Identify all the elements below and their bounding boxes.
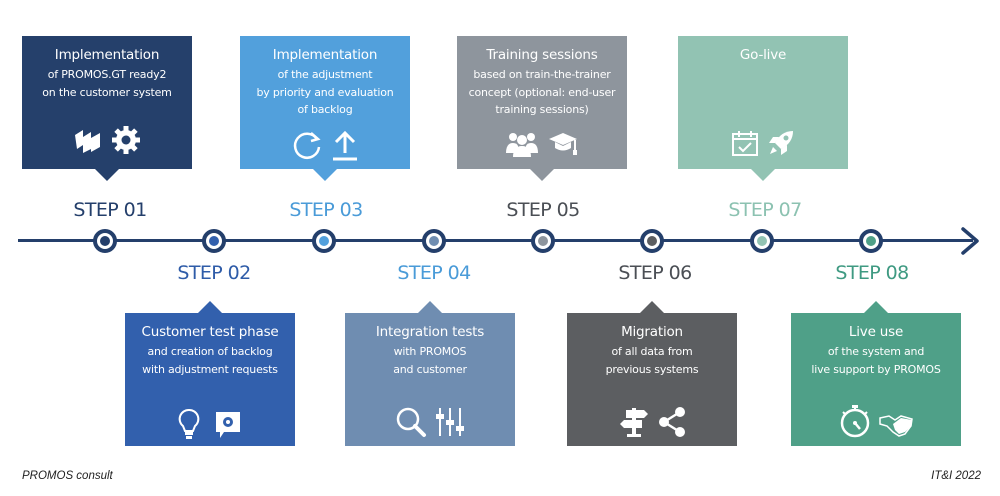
step-03-card: Implementation of the adjustment by prio… [240,36,410,181]
step-06-card: Migration of all data from previous syst… [567,301,737,446]
rocket-icon [769,131,793,155]
step-01-desc-2: on the customer system [42,85,172,99]
step-01-card: Implementation of PROMOS.GT ready2 on th… [22,36,192,181]
settings-chat-icon [216,412,240,438]
step-06-desc-1: of all data from [611,345,693,358]
users-icon [506,133,538,157]
step-01-desc-1: of PROMOS.GT ready2 [47,68,167,81]
step-03-label: STEP 03 [289,199,363,221]
step-02-desc-2: with adjustment requests [142,362,278,376]
upload-icon [333,130,357,161]
step-04-title: Integration tests [375,324,485,340]
calendar-check-icon [732,131,758,156]
step-03-node [312,229,336,253]
step-03-desc-3: of backlog [297,103,353,116]
step-02-node [202,229,226,253]
search-icon [396,407,426,437]
step-07-label: STEP 07 [728,199,802,221]
footer-company: PROMOS consult [22,470,113,482]
step-08-node [859,229,883,253]
step-08-card: Live use of the system and live support … [791,301,961,446]
step-08-label: STEP 08 [835,262,909,284]
step-03-title: Implementation [272,47,378,63]
step-03-desc-1: of the adjustment [277,68,373,81]
step-05-desc-3: training sessions) [495,103,589,116]
step-04-card: Integration tests with PROMOS and custom… [345,301,515,446]
graduation-cap-icon [549,133,577,155]
step-06-desc-2: previous systems [605,362,699,376]
step-05-card: Training sessions based on train-the-tra… [457,36,627,181]
step-07-title: Go-live [739,47,787,63]
timeline-axis [18,239,973,242]
handshake-icon [879,415,913,437]
step-08-title: Live use [848,324,904,340]
step-02-title: Customer test phase [141,324,279,340]
stopwatch-icon [840,405,870,438]
step-06-label: STEP 06 [618,262,692,284]
step-05-desc-2: concept (optional: end-user [468,85,616,99]
lightbulb-icon [178,408,200,439]
refresh-icon [293,132,321,159]
step-08-desc-2: live support by PROMOS [811,362,941,376]
step-02-card: Customer test phase and creation of back… [125,301,295,446]
promos-logo-icon [75,130,100,153]
step-04-label: STEP 04 [397,262,471,284]
step-01-label: STEP 01 [73,199,147,221]
step-06-node [640,229,664,253]
step-05-desc-1: based on train-the-trainer [473,68,611,81]
step-05-title: Training sessions [486,47,598,63]
sliders-icon [436,408,464,436]
step-04-desc-1: with PROMOS [393,345,467,358]
step-07-card: Go-live [678,36,848,181]
step-05-label: STEP 05 [506,199,580,221]
step-02-label: STEP 02 [177,262,251,284]
step-04-node [422,229,446,253]
step-07-node [750,229,774,253]
timeline-arrowhead-icon [961,227,979,255]
signpost-icon [620,408,648,437]
step-01-title: Implementation [54,47,160,63]
step-05-node [531,229,555,253]
step-03-desc-2: by priority and evaluation [256,85,394,99]
share-icon [659,407,685,437]
step-01-node [93,229,117,253]
step-02-desc-1: and creation of backlog [147,345,273,358]
step-08-desc-1: of the system and [827,345,925,358]
footer-year: IT&I 2022 [931,470,981,482]
step-04-desc-2: and customer [393,362,467,376]
step-06-title: Migration [621,324,683,340]
gear-icon [112,126,140,154]
